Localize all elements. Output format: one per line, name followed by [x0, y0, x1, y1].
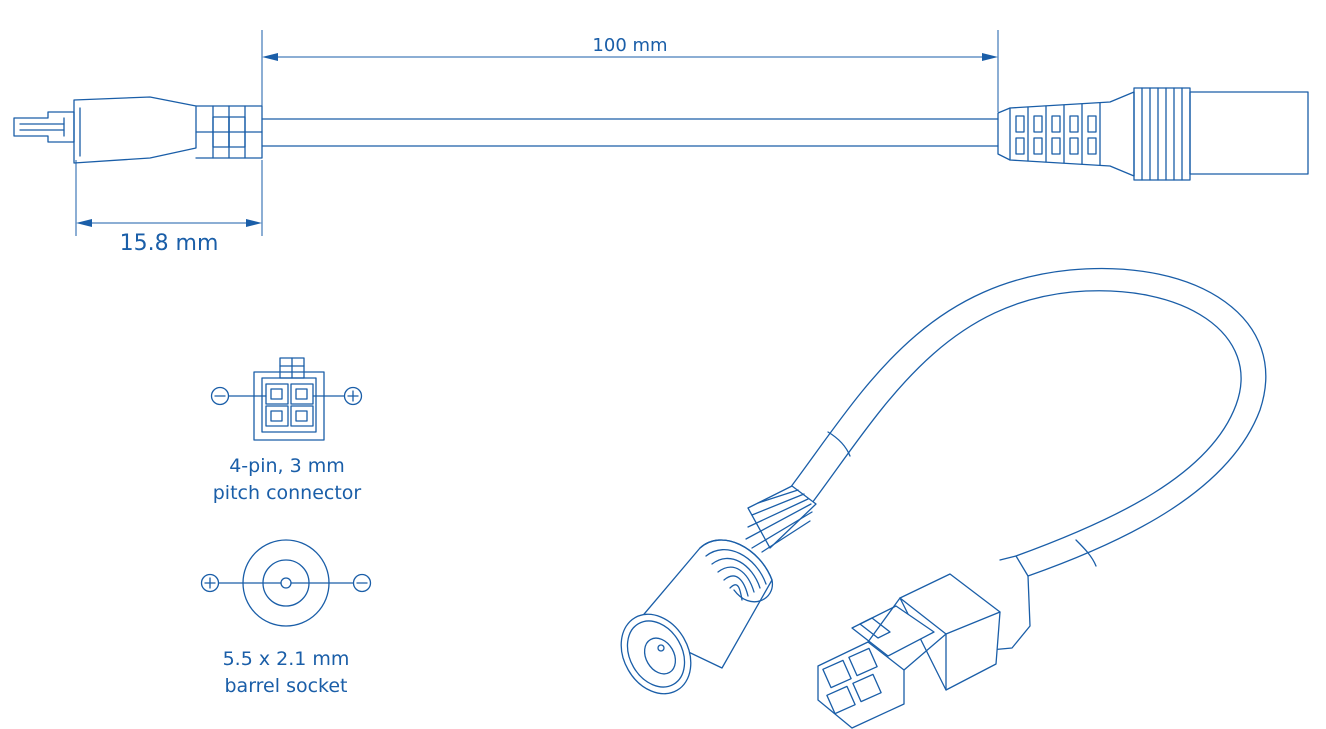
pinout-barrel: 5.5 x 2.1 mm barrel socket [200, 539, 372, 697]
pinout-4pin: 4-pin, 3 mm pitch connector [210, 357, 363, 504]
minus-icon [210, 386, 230, 406]
minus-icon [352, 573, 372, 593]
connector-length-label: 15.8 mm [120, 231, 219, 256]
connector-side-view [13, 96, 263, 164]
pinout-4pin-caption-line1: 4-pin, 3 mm [229, 455, 345, 477]
pinout-barrel-caption-line2: barrel socket [224, 675, 347, 697]
side-view-drawing: 100 mm [13, 30, 1309, 256]
plus-icon [200, 573, 220, 593]
barrel-socket-side-view [997, 87, 1309, 181]
cable-side-view [261, 118, 999, 147]
cable-length-label: 100 mm [592, 35, 667, 56]
pinout-barrel-caption-line1: 5.5 x 2.1 mm [223, 648, 350, 670]
pinout-4pin-caption-line2: pitch connector [213, 482, 362, 504]
cable-perspective-illustration [620, 267, 1267, 729]
dimension-cable-length: 100 mm [261, 30, 999, 112]
dimension-connector-length: 15.8 mm [75, 160, 263, 256]
plus-icon [343, 386, 363, 406]
